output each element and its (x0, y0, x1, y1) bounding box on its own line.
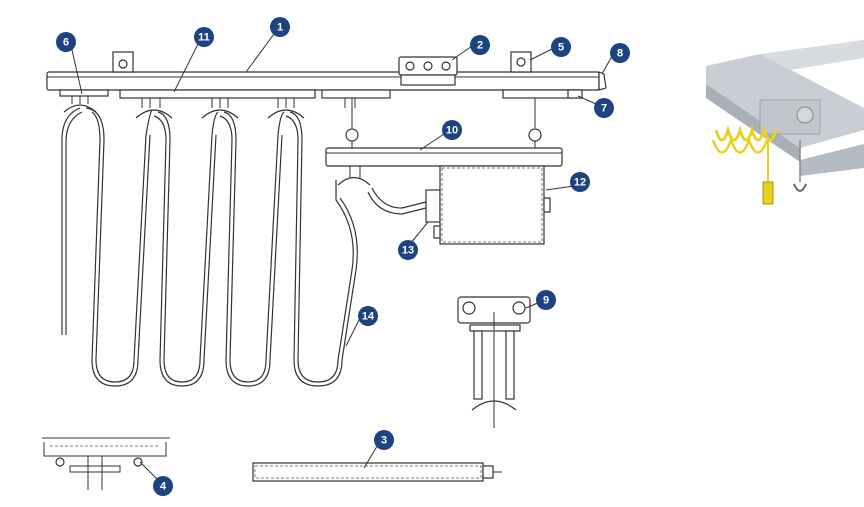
crane-festoon-photo (706, 40, 864, 205)
support-clamp-detail (42, 437, 170, 490)
callout-mounting-plate: 11 (194, 27, 214, 47)
callout-cable-trolley: 9 (536, 290, 556, 310)
callout-number: 12 (574, 177, 586, 189)
callout-junction-box: 12 (570, 172, 590, 192)
callout-badge-circle (270, 17, 290, 37)
callout-badge-circle (551, 37, 571, 57)
callout-number: 11 (198, 32, 210, 44)
callout-number: 9 (543, 295, 549, 307)
festoon-trolleys (63, 96, 356, 119)
tow-arm-detail (252, 462, 502, 482)
callout-number: 2 (477, 40, 483, 52)
callout-tow-arm: 3 (374, 430, 394, 450)
callout-badge-circle (153, 476, 173, 496)
callout-number: 4 (160, 481, 167, 493)
callout-festoon-cable: 14 (358, 306, 378, 326)
callout-badge-circle (470, 35, 490, 55)
callout-badge-circle (570, 172, 590, 192)
callout-badge-circle (358, 306, 378, 326)
callout-main-track: 1 (270, 17, 290, 37)
main-track-assembly (46, 51, 607, 99)
callout-number: 13 (402, 245, 414, 257)
callout-badge-circle (610, 43, 630, 63)
callout-badge-circle (398, 240, 418, 260)
callout-number: 8 (617, 48, 623, 60)
festoon-cable-loops (61, 107, 358, 387)
callout-badge-circle (594, 98, 614, 118)
callout-number: 14 (362, 311, 375, 323)
callout-number: 6 (63, 37, 69, 49)
hoist-assembly (325, 98, 563, 245)
callout-badge-circle (194, 27, 214, 47)
callout-number: 5 (558, 42, 564, 54)
callout-number: 3 (381, 435, 387, 447)
callout-track-hanger: 5 (551, 37, 571, 57)
callout-cable-gland: 13 (398, 240, 418, 260)
callout-end-stop: 7 (594, 98, 614, 118)
callout-number: 10 (446, 125, 458, 137)
callout-support-clamp: 4 (153, 476, 173, 496)
callout-end-clamp: 6 (56, 32, 76, 52)
leader-lines (71, 33, 613, 481)
callout-badge-circle (442, 120, 462, 140)
cable-trolley-detail (457, 296, 531, 428)
callout-badge-circle (374, 430, 394, 450)
callout-hoist-track: 10 (442, 120, 462, 140)
callout-end-cap: 8 (610, 43, 630, 63)
callout-badge-circle (536, 290, 556, 310)
callout-number: 1 (277, 22, 283, 34)
callout-number: 7 (601, 103, 607, 115)
callout-track-joint: 2 (470, 35, 490, 55)
callout-badge-circle (56, 32, 76, 52)
